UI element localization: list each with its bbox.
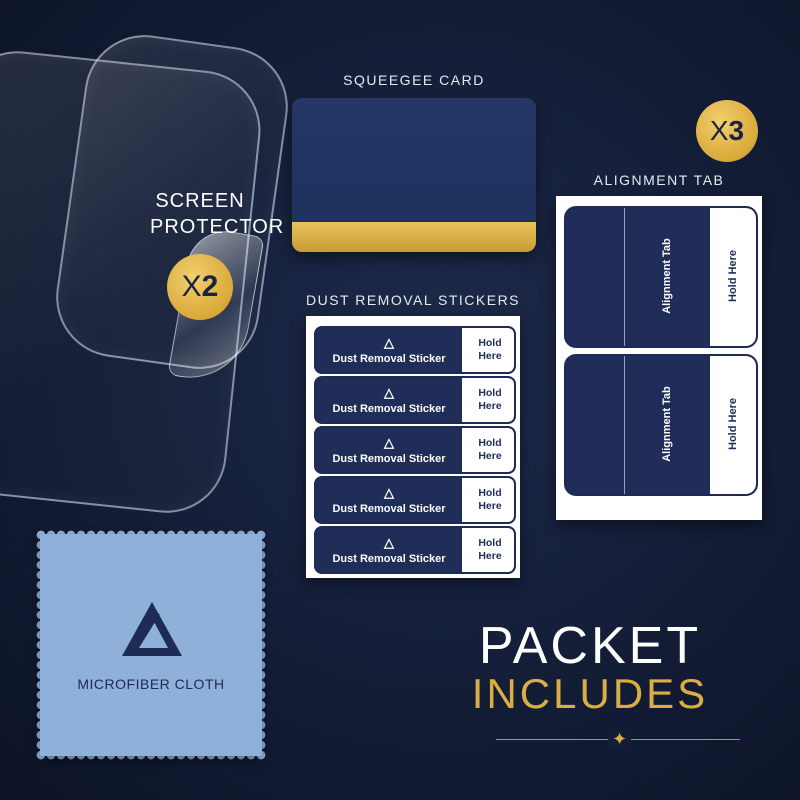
dust-sticker-text: Dust Removal Sticker (332, 352, 446, 365)
screen-protector-label: SCREEN PROTECTOR (150, 188, 285, 240)
dust-sticker-body: △ Dust Removal Sticker (316, 428, 462, 472)
alignment-hold-text: Hold Here (727, 250, 739, 302)
dust-sticker-body: △ Dust Removal Sticker (316, 378, 462, 422)
alignment-count-value: 3 (728, 115, 745, 146)
cloth-label: MICROFIBER CLOTH (77, 676, 225, 692)
hold-line2: Here (478, 450, 502, 462)
hold-line1: Hold (478, 437, 502, 449)
hold-line2: Here (478, 500, 502, 512)
alignment-hold-area: Hold Here (710, 356, 756, 494)
brand-logo-icon (122, 602, 182, 656)
count-value: 2 (201, 270, 219, 303)
dust-sticker-body: △ Dust Removal Sticker (316, 478, 462, 522)
hold-line1: Hold (478, 337, 502, 349)
dust-sticker-body: △ Dust Removal Sticker (316, 528, 462, 572)
screen-protector-label-line1: SCREEN (155, 190, 245, 212)
alignment-tab: Alignment Tab Hold Here (564, 354, 758, 496)
hold-line2: Here (478, 550, 502, 562)
hold-line2: Here (478, 400, 502, 412)
alignment-tab: Alignment Tab Hold Here (564, 206, 758, 348)
alignment-label: ALIGNMENT TAB (593, 172, 725, 188)
brand-logo-icon: △ (384, 484, 394, 500)
dust-sticker-text: Dust Removal Sticker (332, 402, 446, 415)
hold-line1: Hold (478, 487, 502, 499)
alignment-count-prefix: X (709, 115, 729, 146)
brand-logo-icon: △ (384, 434, 394, 450)
hold-line2: Here (478, 350, 502, 362)
screen-protector-label-line2: PROTECTOR (150, 216, 285, 238)
headline-line2: INCLUDES (471, 670, 709, 717)
hold-line1: Hold (478, 387, 502, 399)
dust-sticker-text: Dust Removal Sticker (332, 502, 446, 515)
squeegee-label: SQUEEGEE CARD (343, 72, 485, 88)
brand-logo-icon: △ (384, 384, 394, 400)
dust-sticker-text: Dust Removal Sticker (332, 552, 446, 565)
alignment-tab-fold: Alignment Tab (624, 208, 709, 346)
headline-line1: PACKET (478, 617, 702, 675)
dust-sticker-text: Dust Removal Sticker (332, 452, 446, 465)
squeegee-gold-stripe (292, 222, 536, 252)
alignment-tab-text: Alignment Tab (661, 386, 673, 462)
dust-sticker-body: △ Dust Removal Sticker (316, 328, 462, 372)
alignment-hold-area: Hold Here (710, 208, 756, 346)
brand-logo-icon: △ (384, 334, 394, 350)
alignment-tab-sheet: Alignment Tab Hold Here Alignment Tab Ho… (556, 196, 762, 520)
dust-label: DUST REMOVAL STICKERS (305, 292, 521, 308)
count-prefix: X (181, 270, 202, 303)
sparkle-icon: ✦ (608, 729, 632, 750)
hold-line1: Hold (478, 537, 502, 549)
alignment-tab-fold: Alignment Tab (624, 356, 709, 494)
squeegee-card (292, 98, 536, 252)
alignment-tab-text: Alignment Tab (661, 238, 673, 314)
alignment-hold-text: Hold Here (727, 398, 739, 450)
brand-logo-icon: △ (384, 534, 394, 550)
